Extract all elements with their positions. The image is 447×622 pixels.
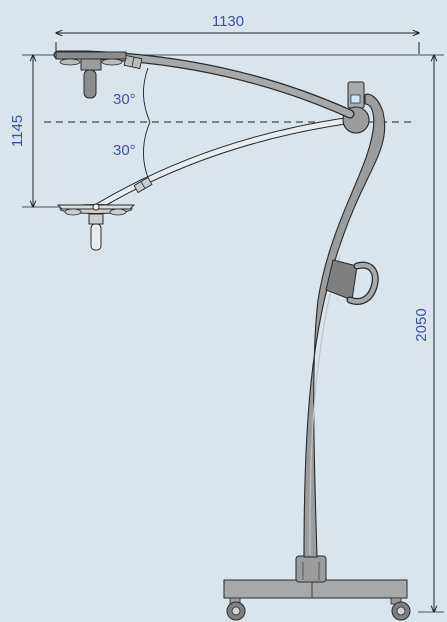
- angle-arcs: 30° 30°: [113, 67, 151, 179]
- angle-up-label: 30°: [113, 91, 136, 108]
- travel-value: 1145: [9, 115, 26, 147]
- lamp-head-lowered: [56, 203, 136, 251]
- handle-clamp: [325, 259, 379, 305]
- caster-right: [390, 597, 411, 621]
- travel-dimension: 1145: [9, 55, 120, 207]
- raised-arm: [53, 50, 355, 119]
- reach-dimension: 1130: [56, 13, 419, 54]
- stand-base: [223, 555, 408, 599]
- angle-down-label: 30°: [113, 142, 136, 159]
- reach-value: 1130: [212, 13, 244, 30]
- height-value: 2050: [413, 308, 430, 341]
- lamp-head-raised: [55, 51, 127, 99]
- height-dimension: 2050: [413, 55, 444, 612]
- caster-left: [226, 597, 246, 621]
- lowered-arm: [93, 116, 356, 211]
- pivot-block: [342, 81, 370, 134]
- stand-column: [303, 93, 386, 558]
